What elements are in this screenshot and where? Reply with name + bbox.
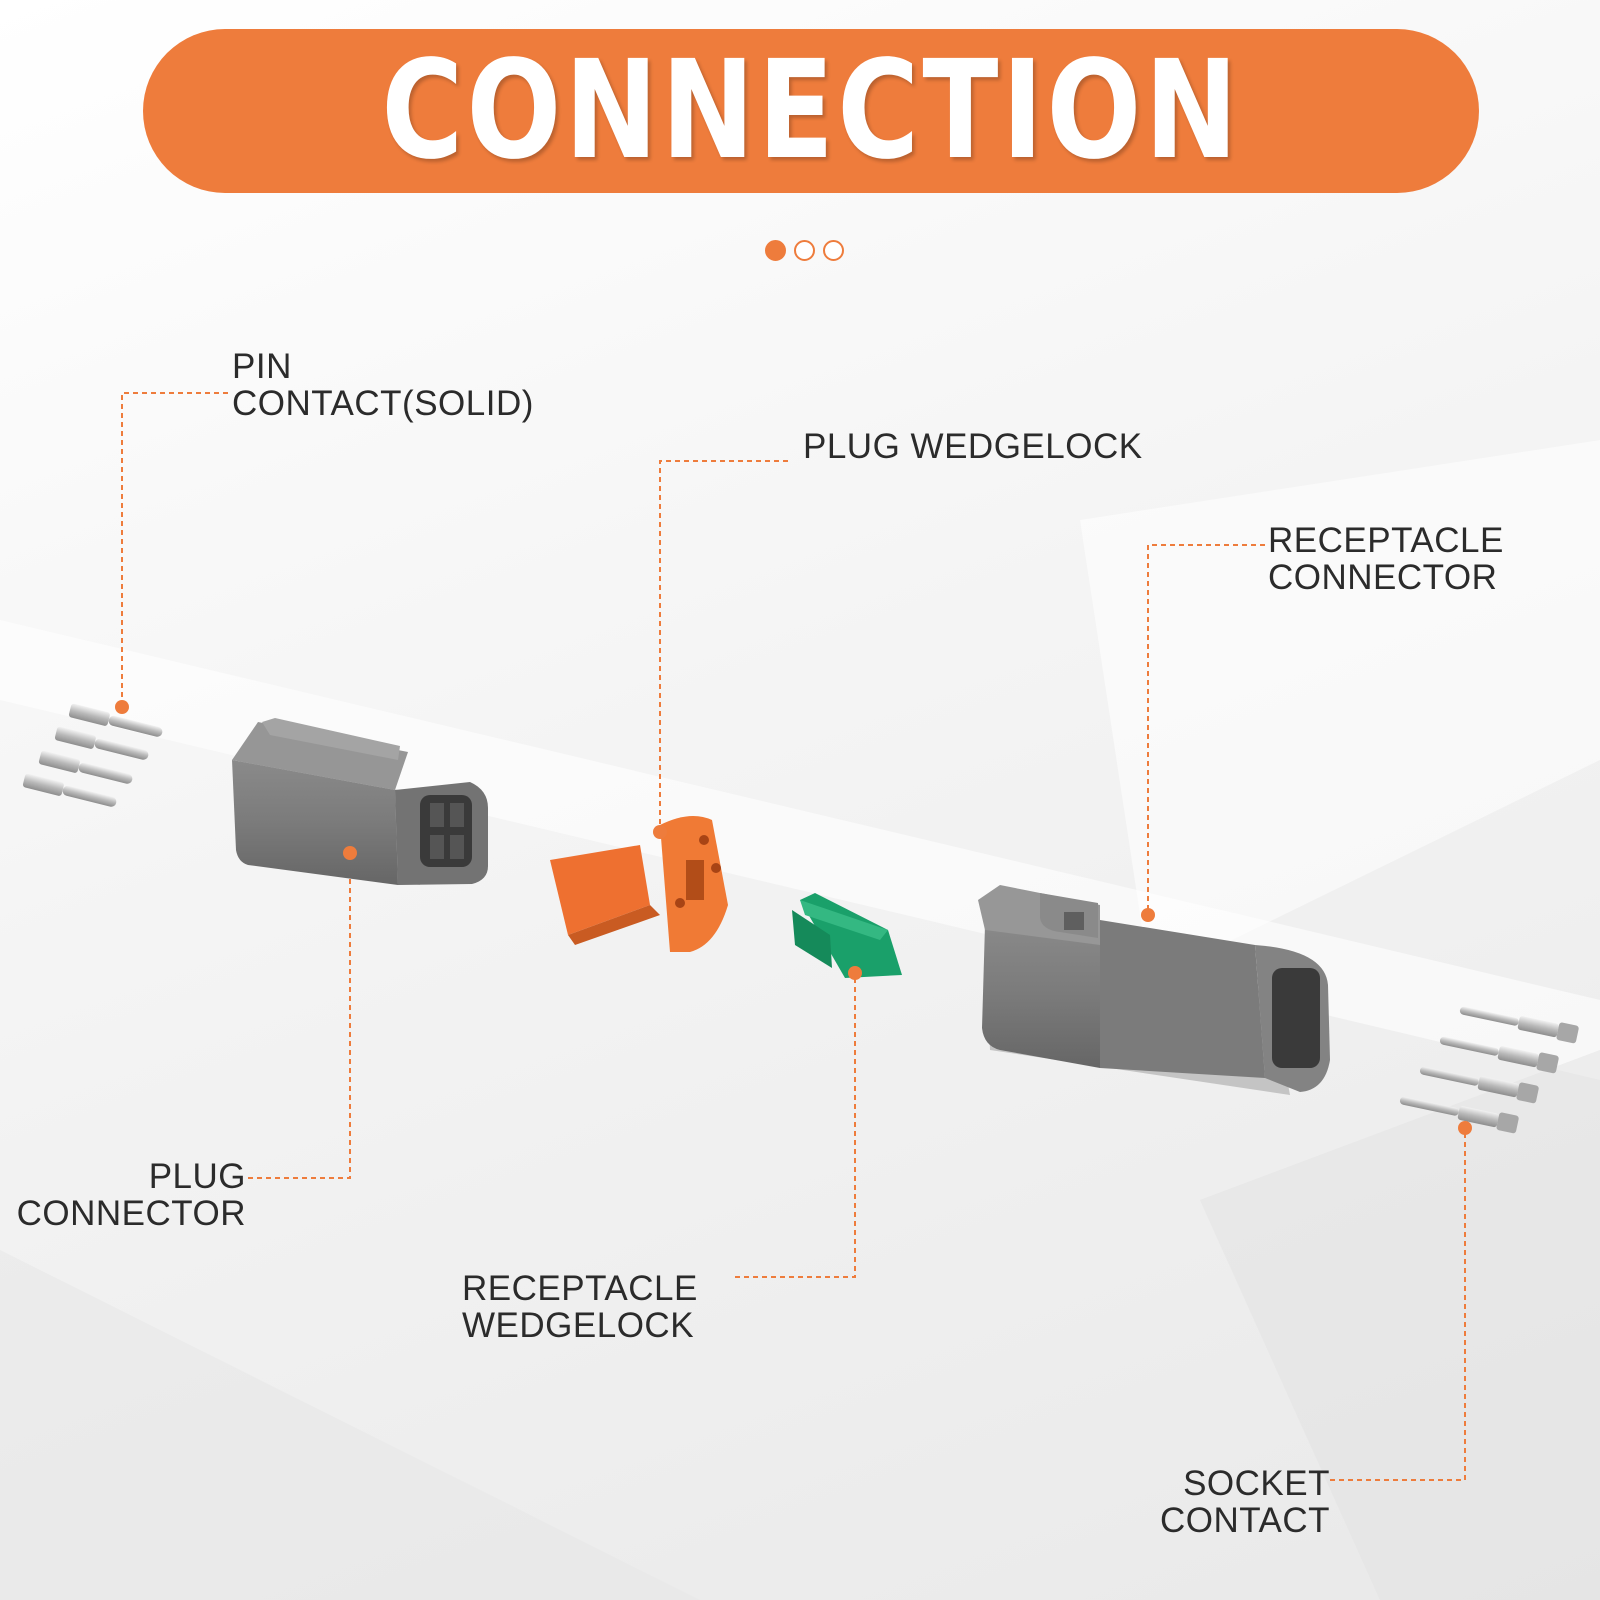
receptacle-wedgelock-part — [792, 893, 902, 980]
title-banner: CONNECTION — [143, 29, 1479, 193]
label-receptacle-connector-line2: CONNECTOR — [1268, 558, 1498, 597]
label-pin-contact-line1: PIN — [232, 347, 292, 386]
label-socket-contact: SOCKET CONTACT — [1160, 1465, 1330, 1539]
label-receptacle-connector: RECEPTACLE CONNECTOR — [1268, 522, 1504, 596]
label-receptacle-wedgelock-line1: RECEPTACLE — [462, 1269, 698, 1308]
plug-wedgelock-part — [550, 816, 728, 952]
callout-line-plug-connector — [248, 855, 351, 1179]
label-pin-contact: PIN CONTACT(SOLID) — [232, 348, 534, 422]
carousel-pager — [765, 240, 844, 261]
pager-dot-2[interactable] — [794, 240, 815, 261]
label-plug-connector: PLUG CONNECTOR — [17, 1158, 246, 1232]
receptacle-connector-part — [978, 885, 1330, 1095]
label-plug-connector-line1: PLUG — [148, 1157, 246, 1196]
label-receptacle-connector-line1: RECEPTACLE — [1268, 521, 1504, 560]
callout-line-receptacle-wedgelock — [735, 973, 856, 1278]
socket-contacts — [1399, 1006, 1579, 1134]
label-pin-contact-line2: CONTACT(SOLID) — [232, 384, 534, 423]
pin-contacts — [22, 703, 163, 807]
callout-line-plug-wedgelock — [659, 460, 788, 832]
callout-line-socket-contact — [1330, 1128, 1466, 1481]
pager-dot-3[interactable] — [823, 240, 844, 261]
callout-lines — [121, 392, 1466, 1481]
pager-dot-1[interactable] — [765, 240, 786, 261]
label-plug-connector-line2: CONNECTOR — [16, 1194, 246, 1233]
label-receptacle-wedgelock-line2: WEDGELOCK — [462, 1306, 695, 1345]
callout-line-receptacle-connector — [1147, 544, 1265, 915]
label-socket-contact-line1: SOCKET — [1183, 1464, 1330, 1503]
label-plug-wedgelock: PLUG WEDGELOCK — [803, 428, 1143, 465]
page-title: CONNECTION — [381, 32, 1241, 190]
callout-dot-socket-contact — [1458, 1121, 1472, 1135]
label-socket-contact-line2: CONTACT — [1159, 1501, 1330, 1540]
callout-line-pin-contact — [121, 392, 228, 705]
label-plug-wedgelock-line1: PLUG WEDGELOCK — [803, 427, 1143, 466]
callout-dot-pin-contact — [115, 700, 129, 714]
plug-connector-part — [232, 718, 488, 885]
label-receptacle-wedgelock: RECEPTACLE WEDGELOCK — [462, 1270, 698, 1344]
